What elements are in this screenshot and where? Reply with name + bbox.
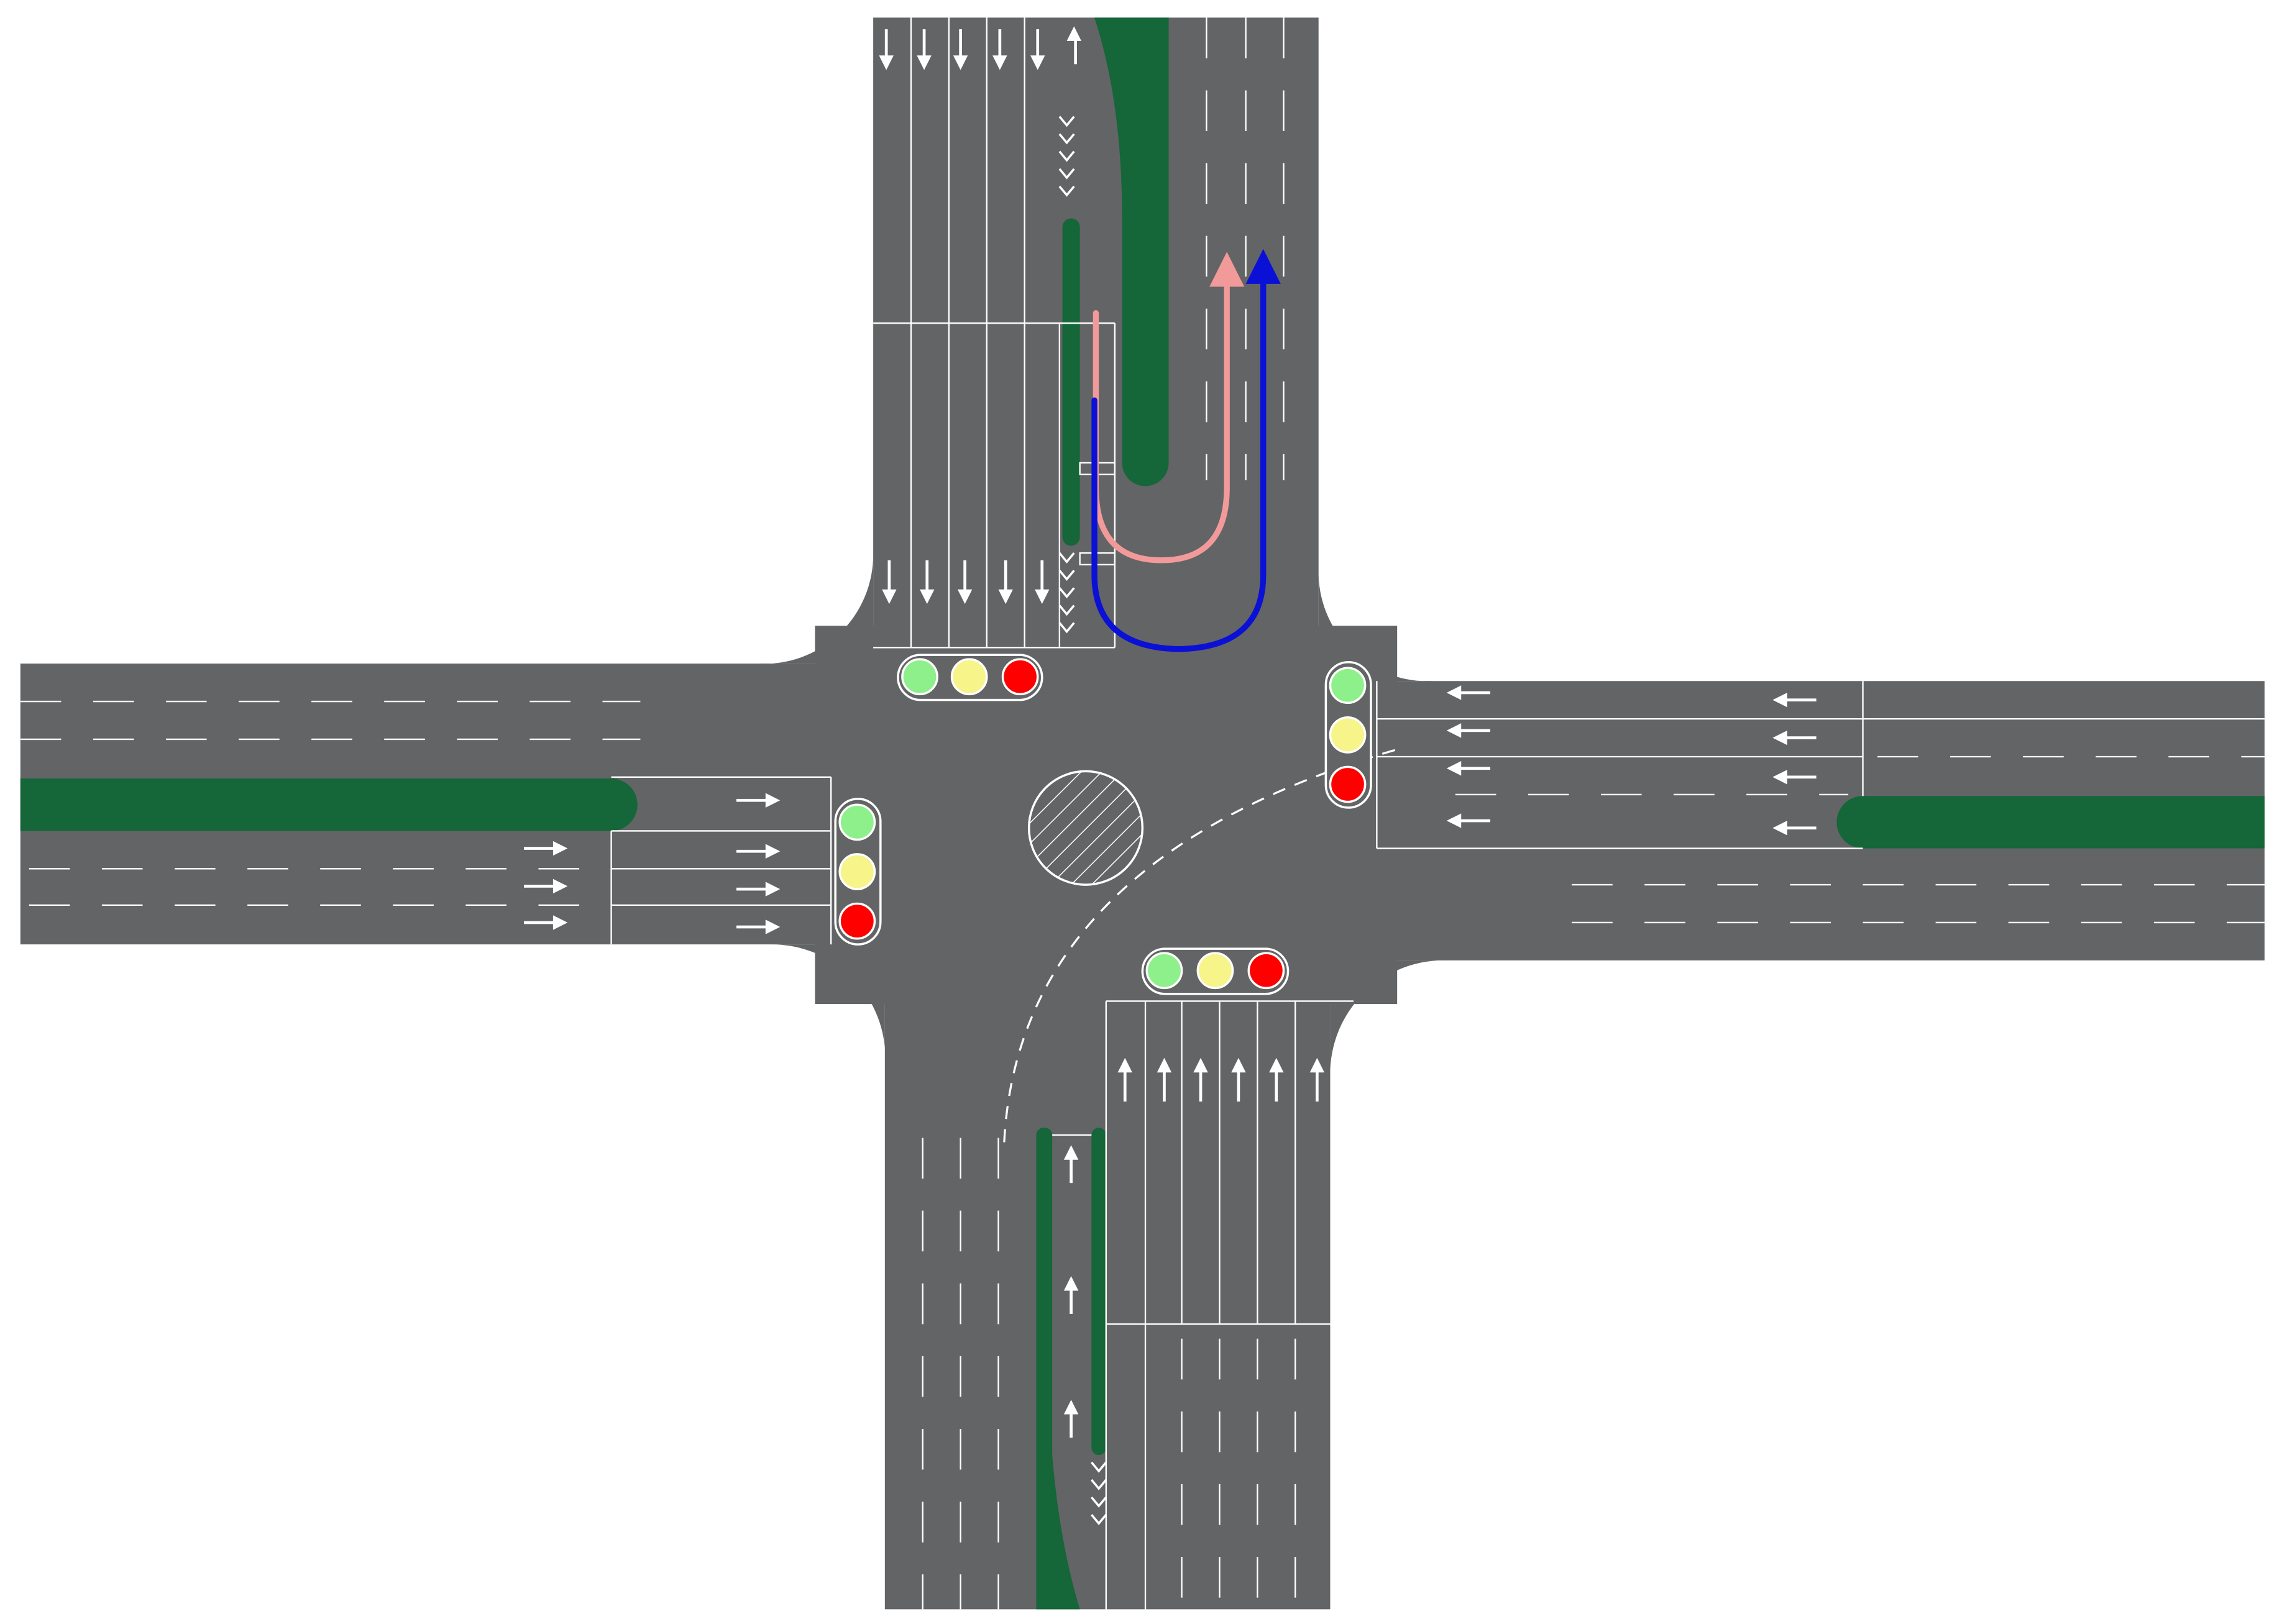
lane-arrow-icon bbox=[953, 29, 968, 70]
lane-arrow-icon bbox=[1446, 723, 1491, 738]
signal-light-icon bbox=[838, 803, 876, 841]
lane-arrow-icon bbox=[736, 919, 781, 934]
lane-arrow-icon bbox=[736, 882, 781, 896]
west-solid-lines bbox=[610, 776, 832, 945]
lane-arrow-icon bbox=[1772, 770, 1817, 785]
signal-north bbox=[897, 654, 1043, 701]
lane-markings bbox=[20, 17, 2265, 1610]
south-dashes bbox=[922, 1138, 1296, 1610]
u-turn-path-inner bbox=[1093, 252, 1245, 563]
signal-light-icon bbox=[1329, 667, 1367, 705]
lane-arrow-icon bbox=[1193, 1057, 1208, 1102]
north-chevrons bbox=[1058, 116, 1075, 634]
lane-arrow-icon bbox=[1772, 692, 1817, 708]
medians bbox=[20, 17, 2265, 1610]
south-median-strip-c bbox=[1091, 1128, 1106, 1456]
signal-light-icon bbox=[950, 658, 988, 696]
corner-se bbox=[1330, 960, 1449, 1077]
corner-nw bbox=[756, 553, 874, 664]
lane-arrow-icon bbox=[1446, 685, 1491, 700]
lane-arrow-icon bbox=[1231, 1057, 1246, 1102]
signal-east bbox=[1324, 661, 1372, 809]
lane-arrow-icon bbox=[1030, 29, 1045, 70]
u-turn-paths bbox=[1091, 249, 1281, 652]
north-median-strip bbox=[1062, 218, 1080, 546]
south-solid-lines bbox=[1052, 1000, 1354, 1610]
lane-arrow-icon bbox=[1269, 1057, 1284, 1102]
east-dashes bbox=[1455, 755, 2265, 924]
signal-light-icon bbox=[1329, 716, 1367, 754]
lane-arrow-icon bbox=[1772, 730, 1817, 746]
lane-arrow-icon bbox=[957, 560, 973, 604]
west-median bbox=[20, 778, 638, 831]
lane-arrow-icon bbox=[882, 560, 897, 604]
lane-arrow-icon bbox=[1063, 1145, 1079, 1184]
lane-arrow-icon bbox=[1772, 821, 1817, 836]
signal-light-icon bbox=[901, 658, 938, 696]
lane-arrow-icon bbox=[1063, 1400, 1079, 1438]
signal-south bbox=[1141, 947, 1290, 995]
signal-light-icon bbox=[1196, 952, 1234, 990]
signal-west bbox=[834, 798, 882, 946]
center-island bbox=[1027, 770, 1144, 886]
lane-arrow-icon bbox=[736, 844, 781, 859]
signal-light-icon bbox=[1329, 765, 1367, 803]
lane-arrow-icon bbox=[920, 560, 935, 604]
signal-light-icon bbox=[1145, 952, 1183, 990]
left-turn-guide-line bbox=[1003, 748, 1398, 1143]
lane-arrow-icon bbox=[1446, 761, 1491, 776]
corner-sw bbox=[771, 944, 885, 1048]
north-median bbox=[1094, 17, 1169, 486]
lane-arrow-icon bbox=[524, 878, 568, 894]
lane-arrow-icon bbox=[524, 841, 568, 856]
lane-arrow-icon bbox=[1117, 1057, 1132, 1102]
south-chevrons bbox=[1091, 1461, 1107, 1525]
corner-ne bbox=[1318, 575, 1434, 682]
east-median bbox=[1836, 796, 2265, 849]
u-turn-path-outer bbox=[1091, 249, 1281, 652]
lane-arrow-icon bbox=[524, 915, 568, 930]
signal-light-icon bbox=[838, 902, 876, 940]
lane-arrow-icon bbox=[1063, 1276, 1079, 1314]
lane-arrow-icon bbox=[998, 560, 1013, 604]
signal-light-icon bbox=[1001, 658, 1039, 696]
lane-arrow-icon bbox=[1309, 1057, 1325, 1102]
lane-arrow-icon bbox=[1035, 560, 1050, 604]
signal-light-icon bbox=[1247, 952, 1285, 990]
west-entry-dashes bbox=[20, 700, 641, 906]
lane-arrow-icon bbox=[992, 29, 1007, 70]
south-median-strip-b bbox=[1036, 1455, 1080, 1610]
signal-light-icon bbox=[838, 853, 876, 890]
lane-arrow-icon bbox=[1446, 813, 1491, 828]
lane-arrow-icon bbox=[1157, 1057, 1172, 1102]
lane-arrow-icon bbox=[879, 29, 894, 70]
south-median-strip-a bbox=[1036, 1128, 1053, 1462]
east-solid-lines bbox=[1376, 681, 2265, 849]
lane-arrow-icon bbox=[917, 29, 932, 70]
lane-arrow-icon bbox=[736, 793, 781, 808]
lane-arrows bbox=[524, 26, 1817, 1438]
north-lane-lines bbox=[873, 17, 1116, 649]
u-turn-arrow-icon bbox=[1066, 26, 1081, 65]
traffic-signals bbox=[834, 654, 1372, 995]
